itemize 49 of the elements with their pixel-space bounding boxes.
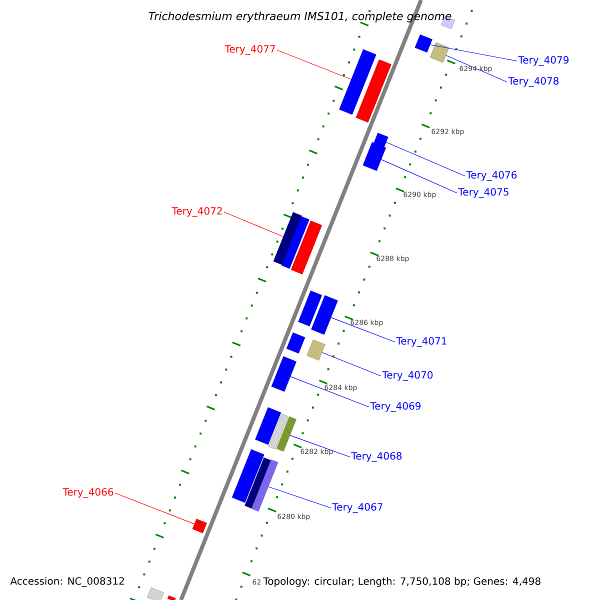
- accession-text: Accession: NC_008312: [10, 577, 124, 587]
- title: Trichodesmium erythraeum IMS101, complete genome: [148, 12, 452, 22]
- gene-bar: [430, 42, 450, 63]
- gene-label: Tery_4066: [62, 488, 114, 498]
- leader-line: [381, 159, 458, 194]
- leader-line: [268, 486, 332, 508]
- leader-line: [114, 492, 195, 524]
- gene-label: Tery_4075: [458, 188, 508, 198]
- leader-line: [386, 142, 466, 176]
- gene-label: Tery_4077: [224, 45, 275, 55]
- gene-label: Tery_4067: [332, 503, 382, 513]
- gene-bar: [232, 449, 264, 503]
- leader-line: [290, 376, 370, 408]
- leader-line: [446, 55, 508, 82]
- gene-bar: [311, 295, 338, 335]
- leader-line: [224, 212, 284, 237]
- gene-label: Tery_4078: [508, 77, 559, 87]
- gene-bar: [298, 290, 322, 326]
- gene-bar: [414, 34, 432, 53]
- gene-bar: [268, 414, 289, 450]
- gene-bar: [276, 416, 296, 452]
- gene-label: Tery_4071: [396, 337, 446, 347]
- leader-line: [276, 50, 352, 80]
- gene-bar: [146, 587, 164, 600]
- gene-bar: [167, 596, 176, 600]
- gene-label: Tery_4069: [370, 402, 421, 412]
- gene-label: Tery_4076: [466, 171, 517, 181]
- topology-text: Topology: circular; Length: 7,750,108 bp; Genes: 4,498: [262, 576, 542, 588]
- gene-bar: [192, 518, 207, 534]
- leader-line: [322, 352, 382, 376]
- gene-bar: [255, 407, 282, 445]
- gene-label: Tery_4068: [351, 452, 402, 462]
- leader-line: [430, 44, 518, 62]
- gene-bar: [273, 212, 302, 265]
- gene-bar: [251, 459, 278, 512]
- gene-bar: [339, 49, 376, 115]
- gene-bar: [306, 339, 326, 361]
- leader-line: [330, 317, 396, 342]
- gene-label: Tery_4072: [172, 207, 222, 217]
- gene-bar: [374, 132, 388, 148]
- gene-label: Tery_4079: [518, 56, 569, 66]
- gene-label: Tery_4070: [382, 371, 433, 381]
- leader-line: [290, 435, 350, 458]
- gene-bar: [244, 457, 271, 509]
- gene-bar: [356, 59, 392, 123]
- gene-bar: [282, 216, 310, 269]
- gene-bar: [286, 332, 306, 354]
- gene-bar: [271, 356, 296, 392]
- gene-bar: [290, 220, 322, 274]
